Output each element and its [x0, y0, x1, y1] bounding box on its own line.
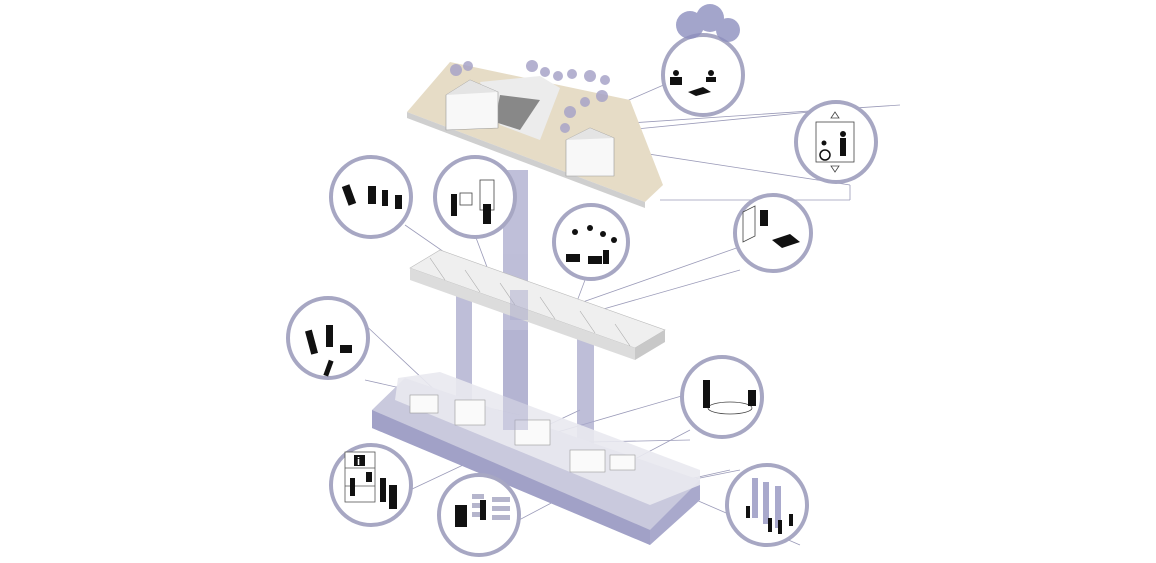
vignette-info: i — [329, 443, 413, 527]
upper-floor — [409, 249, 666, 360]
vignette-columns — [725, 463, 809, 547]
vignette-meeting — [680, 355, 764, 439]
trees — [450, 60, 610, 133]
building-left — [445, 79, 499, 131]
vignette-meditation — [661, 4, 745, 117]
roof-level — [407, 60, 663, 208]
tree-icon — [676, 4, 740, 42]
info-sign-text: i — [357, 456, 360, 468]
building-right — [565, 127, 615, 177]
vignette-tv-lounge — [733, 193, 813, 273]
vignette-elevator — [794, 100, 878, 184]
ground-floor — [372, 372, 700, 545]
info-icon — [354, 455, 365, 466]
vignette-dancers — [286, 296, 370, 380]
vignette-library — [437, 473, 521, 557]
vignettes: i — [286, 4, 878, 557]
vignette-storage — [433, 155, 517, 239]
shafts-front — [503, 330, 528, 430]
vignette-dance-group — [329, 155, 413, 239]
vignette-plants — [552, 203, 630, 281]
